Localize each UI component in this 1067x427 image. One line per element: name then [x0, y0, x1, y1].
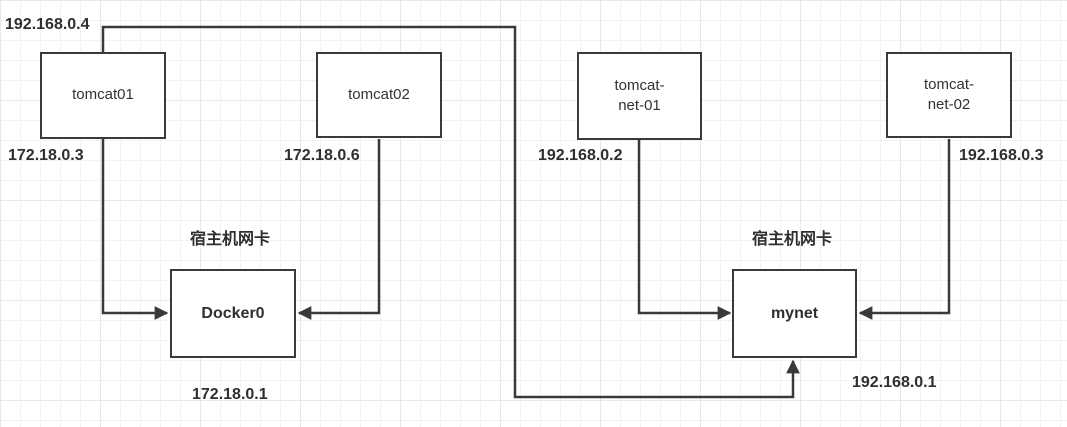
label-host-nic-docker0: 宿主机网卡 — [190, 231, 271, 248]
label-tomcat01-ip: 172.18.0.3 — [8, 147, 84, 164]
node-tomcat-net-02-label: tomcat-net-02 — [923, 75, 974, 113]
node-tomcat02-label: tomcat02 — [348, 85, 410, 103]
label-tomcat-net-01-ip: 192.168.0.2 — [538, 147, 623, 164]
edge-tomcat01-docker0 — [101, 139, 169, 320]
label-tomcat02-ip: 172.18.0.6 — [284, 147, 360, 164]
node-tomcat01-label: tomcat01 — [72, 86, 134, 104]
node-mynet: mynet — [732, 269, 857, 358]
node-tomcat01: tomcat01 — [40, 52, 166, 139]
node-tomcat-net-01: tomcat-net-01 — [577, 52, 702, 140]
label-docker0-gateway-ip: 172.18.0.1 — [192, 386, 268, 403]
node-mynet-label: mynet — [770, 304, 819, 322]
node-tomcat02: tomcat02 — [316, 52, 442, 138]
edge-tomcat-net-01-mynet — [637, 140, 732, 320]
label-mynet-gateway-ip: 192.168.0.1 — [852, 374, 937, 391]
node-docker0-label: Docker0 — [201, 304, 265, 322]
edge-tomcat01-mynet — [101, 25, 800, 399]
label-tomcat01-second-ip: 192.168.0.4 — [5, 16, 90, 33]
label-host-nic-mynet: 宿主机网卡 — [752, 231, 833, 248]
node-tomcat-net-02: tomcat-net-02 — [886, 52, 1012, 138]
edge-tomcat02-docker0 — [297, 139, 381, 320]
edge-tomcat-net-02-mynet — [858, 139, 951, 320]
node-tomcat-net-01-label: tomcat-net-01 — [614, 76, 665, 114]
label-tomcat-net-02-ip: 192.168.0.3 — [959, 147, 1044, 164]
node-docker0: Docker0 — [170, 269, 296, 358]
